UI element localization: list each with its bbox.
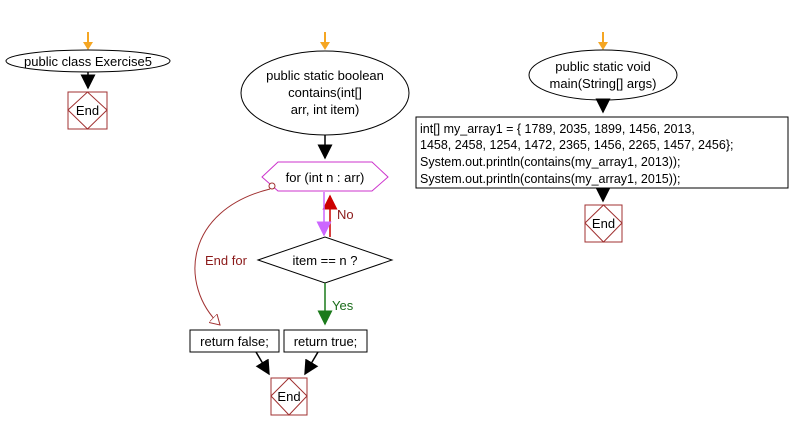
return-false-box: return false; [189, 329, 280, 353]
return-false-label: return false; [200, 334, 269, 349]
code-line-2: 1458, 2458, 1254, 1472, 2365, 1456, 2265… [420, 138, 733, 152]
main-end-label: End [592, 216, 615, 231]
contains-end-label: End [277, 389, 300, 404]
main-start-node [528, 49, 678, 101]
main-column: public static void main(String[] args) i… [415, 32, 789, 243]
for-loop-label: for (int n : arr) [286, 170, 365, 185]
class-end-box: End [67, 91, 108, 130]
end-for-arrow [194, 188, 271, 325]
main-code-box: int[] my_array1 = { 1789, 2035, 1899, 14… [415, 116, 789, 189]
class-column: public class Exercise5 End [5, 32, 171, 130]
main-signature-line-2: main(String[] args) [550, 76, 657, 91]
return-true-box: return true; [283, 329, 368, 353]
class-label: public class Exercise5 [24, 54, 152, 69]
decision-node: item == n ? [256, 236, 394, 284]
code-line-3: System.out.println(contains(my_array1, 2… [420, 155, 681, 169]
class-end-label: End [76, 103, 99, 118]
contains-column: public static boolean contains(int[] arr… [189, 32, 410, 416]
code-line-4: System.out.println(contains(my_array1, 2… [420, 172, 681, 186]
contains-signature-line-3: arr, int item) [291, 102, 360, 117]
contains-signature-line-2: contains(int[] [288, 85, 362, 100]
code-line-1: int[] my_array1 = { 1789, 2035, 1899, 14… [420, 122, 695, 136]
yes-label: Yes [332, 298, 354, 313]
main-end-box: End [584, 204, 623, 243]
no-label: No [337, 207, 354, 222]
contains-end-box: End [270, 377, 308, 416]
contains-signature-line-1: public static boolean [266, 68, 384, 83]
decision-label: item == n ? [292, 253, 357, 268]
end-for-label: End for [205, 253, 248, 268]
main-signature-line-1: public static void [555, 59, 650, 74]
return-true-label: return true; [294, 334, 358, 349]
for-loop-node: for (int n : arr) [261, 161, 389, 192]
end-for-origin-icon [268, 182, 276, 190]
